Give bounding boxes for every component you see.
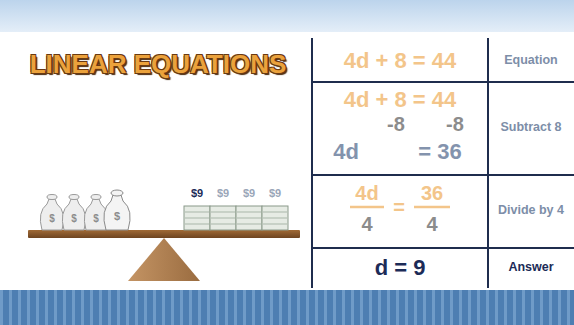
price-tag: $9 <box>191 187 203 199</box>
balance-plank <box>28 230 300 238</box>
price-tag: $9 <box>217 187 229 199</box>
step-label: Subtract 8 <box>500 121 561 135</box>
bag-symbol: $ <box>49 213 55 224</box>
step-label: Equation <box>504 54 557 68</box>
equation-text: 4d <box>333 140 359 164</box>
bill-stacks <box>184 206 288 230</box>
subtracted-term: -8 <box>446 113 464 135</box>
fraction-denominator: 4 <box>361 213 372 235</box>
bag-symbol: $ <box>114 210 120 222</box>
step-label: Answer <box>508 261 553 275</box>
top-band <box>0 0 574 32</box>
step-label: Divide by 4 <box>498 204 564 218</box>
money-bags <box>40 190 130 230</box>
fraction-numerator: 36 <box>421 182 443 204</box>
equation-text: 4d + 8 = 44 <box>344 49 457 73</box>
fraction-denominator: 4 <box>426 213 437 235</box>
subtracted-term: -8 <box>387 113 405 135</box>
bag-symbol: $ <box>93 213 99 224</box>
answer-text: d = 9 <box>375 256 426 280</box>
equals-sign: = <box>393 196 405 218</box>
bottom-band <box>0 290 574 325</box>
equation-text: 4d + 8 = 44 <box>344 88 457 112</box>
price-tag: $9 <box>243 187 255 199</box>
price-tag: $9 <box>269 187 281 199</box>
equation-text: = 36 <box>418 140 461 164</box>
fulcrum <box>128 238 200 281</box>
bag-symbol: $ <box>71 213 77 224</box>
table-grid <box>312 38 574 288</box>
fraction-numerator: 4d <box>355 182 378 204</box>
title: LINEAR EQUATIONS <box>30 50 287 79</box>
